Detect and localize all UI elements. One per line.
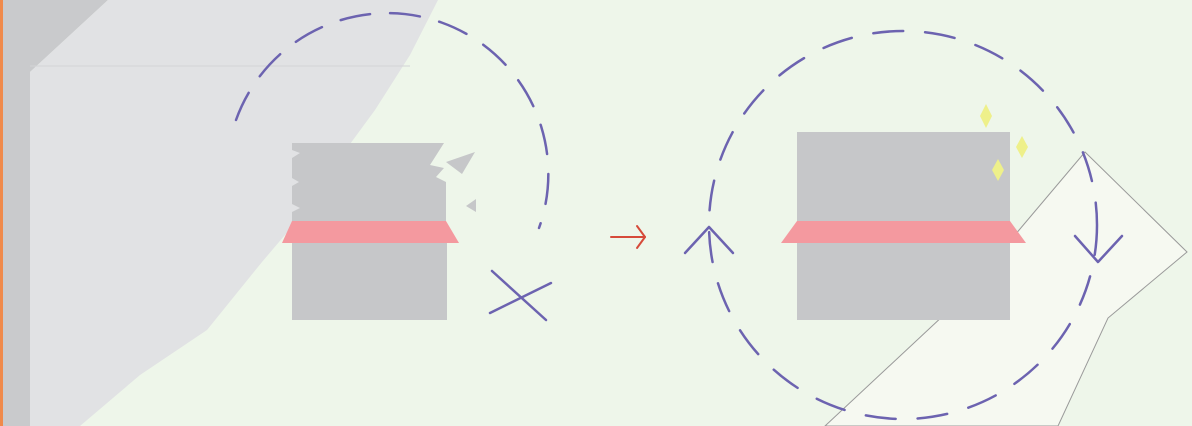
debris-fragment (446, 152, 475, 174)
pink-band (282, 221, 459, 243)
grey-panel-body (3, 0, 108, 426)
left-grey-panel (3, 0, 438, 426)
broken-block (292, 143, 446, 221)
debris-fragment (466, 199, 476, 212)
arrow-head (636, 225, 646, 238)
sparkle-icons (980, 104, 1028, 181)
open-dashed-loop (234, 11, 550, 230)
right-state-group (683, 29, 1124, 421)
grey-panel-face (30, 0, 438, 426)
block-lower-half (292, 243, 447, 320)
right-arrow-icon (610, 225, 646, 249)
up-chevron-icon (683, 225, 735, 255)
pink-band (781, 221, 1026, 243)
left-state-group (234, 11, 553, 322)
sparkle-icon (1016, 136, 1028, 158)
arrow-head (636, 236, 646, 249)
cross-mark-stroke (490, 269, 548, 322)
closed-dashed-loop (707, 29, 1099, 421)
sparkle-icon (980, 104, 992, 128)
cross-mark-stroke (488, 281, 553, 315)
sparkle-icon (992, 159, 1004, 181)
cross-mark-icon (488, 269, 553, 322)
intact-block-lower (797, 243, 1010, 320)
left-margin-strip (0, 0, 3, 426)
intact-block-upper (797, 132, 1010, 222)
down-chevron-icon (1073, 234, 1124, 264)
